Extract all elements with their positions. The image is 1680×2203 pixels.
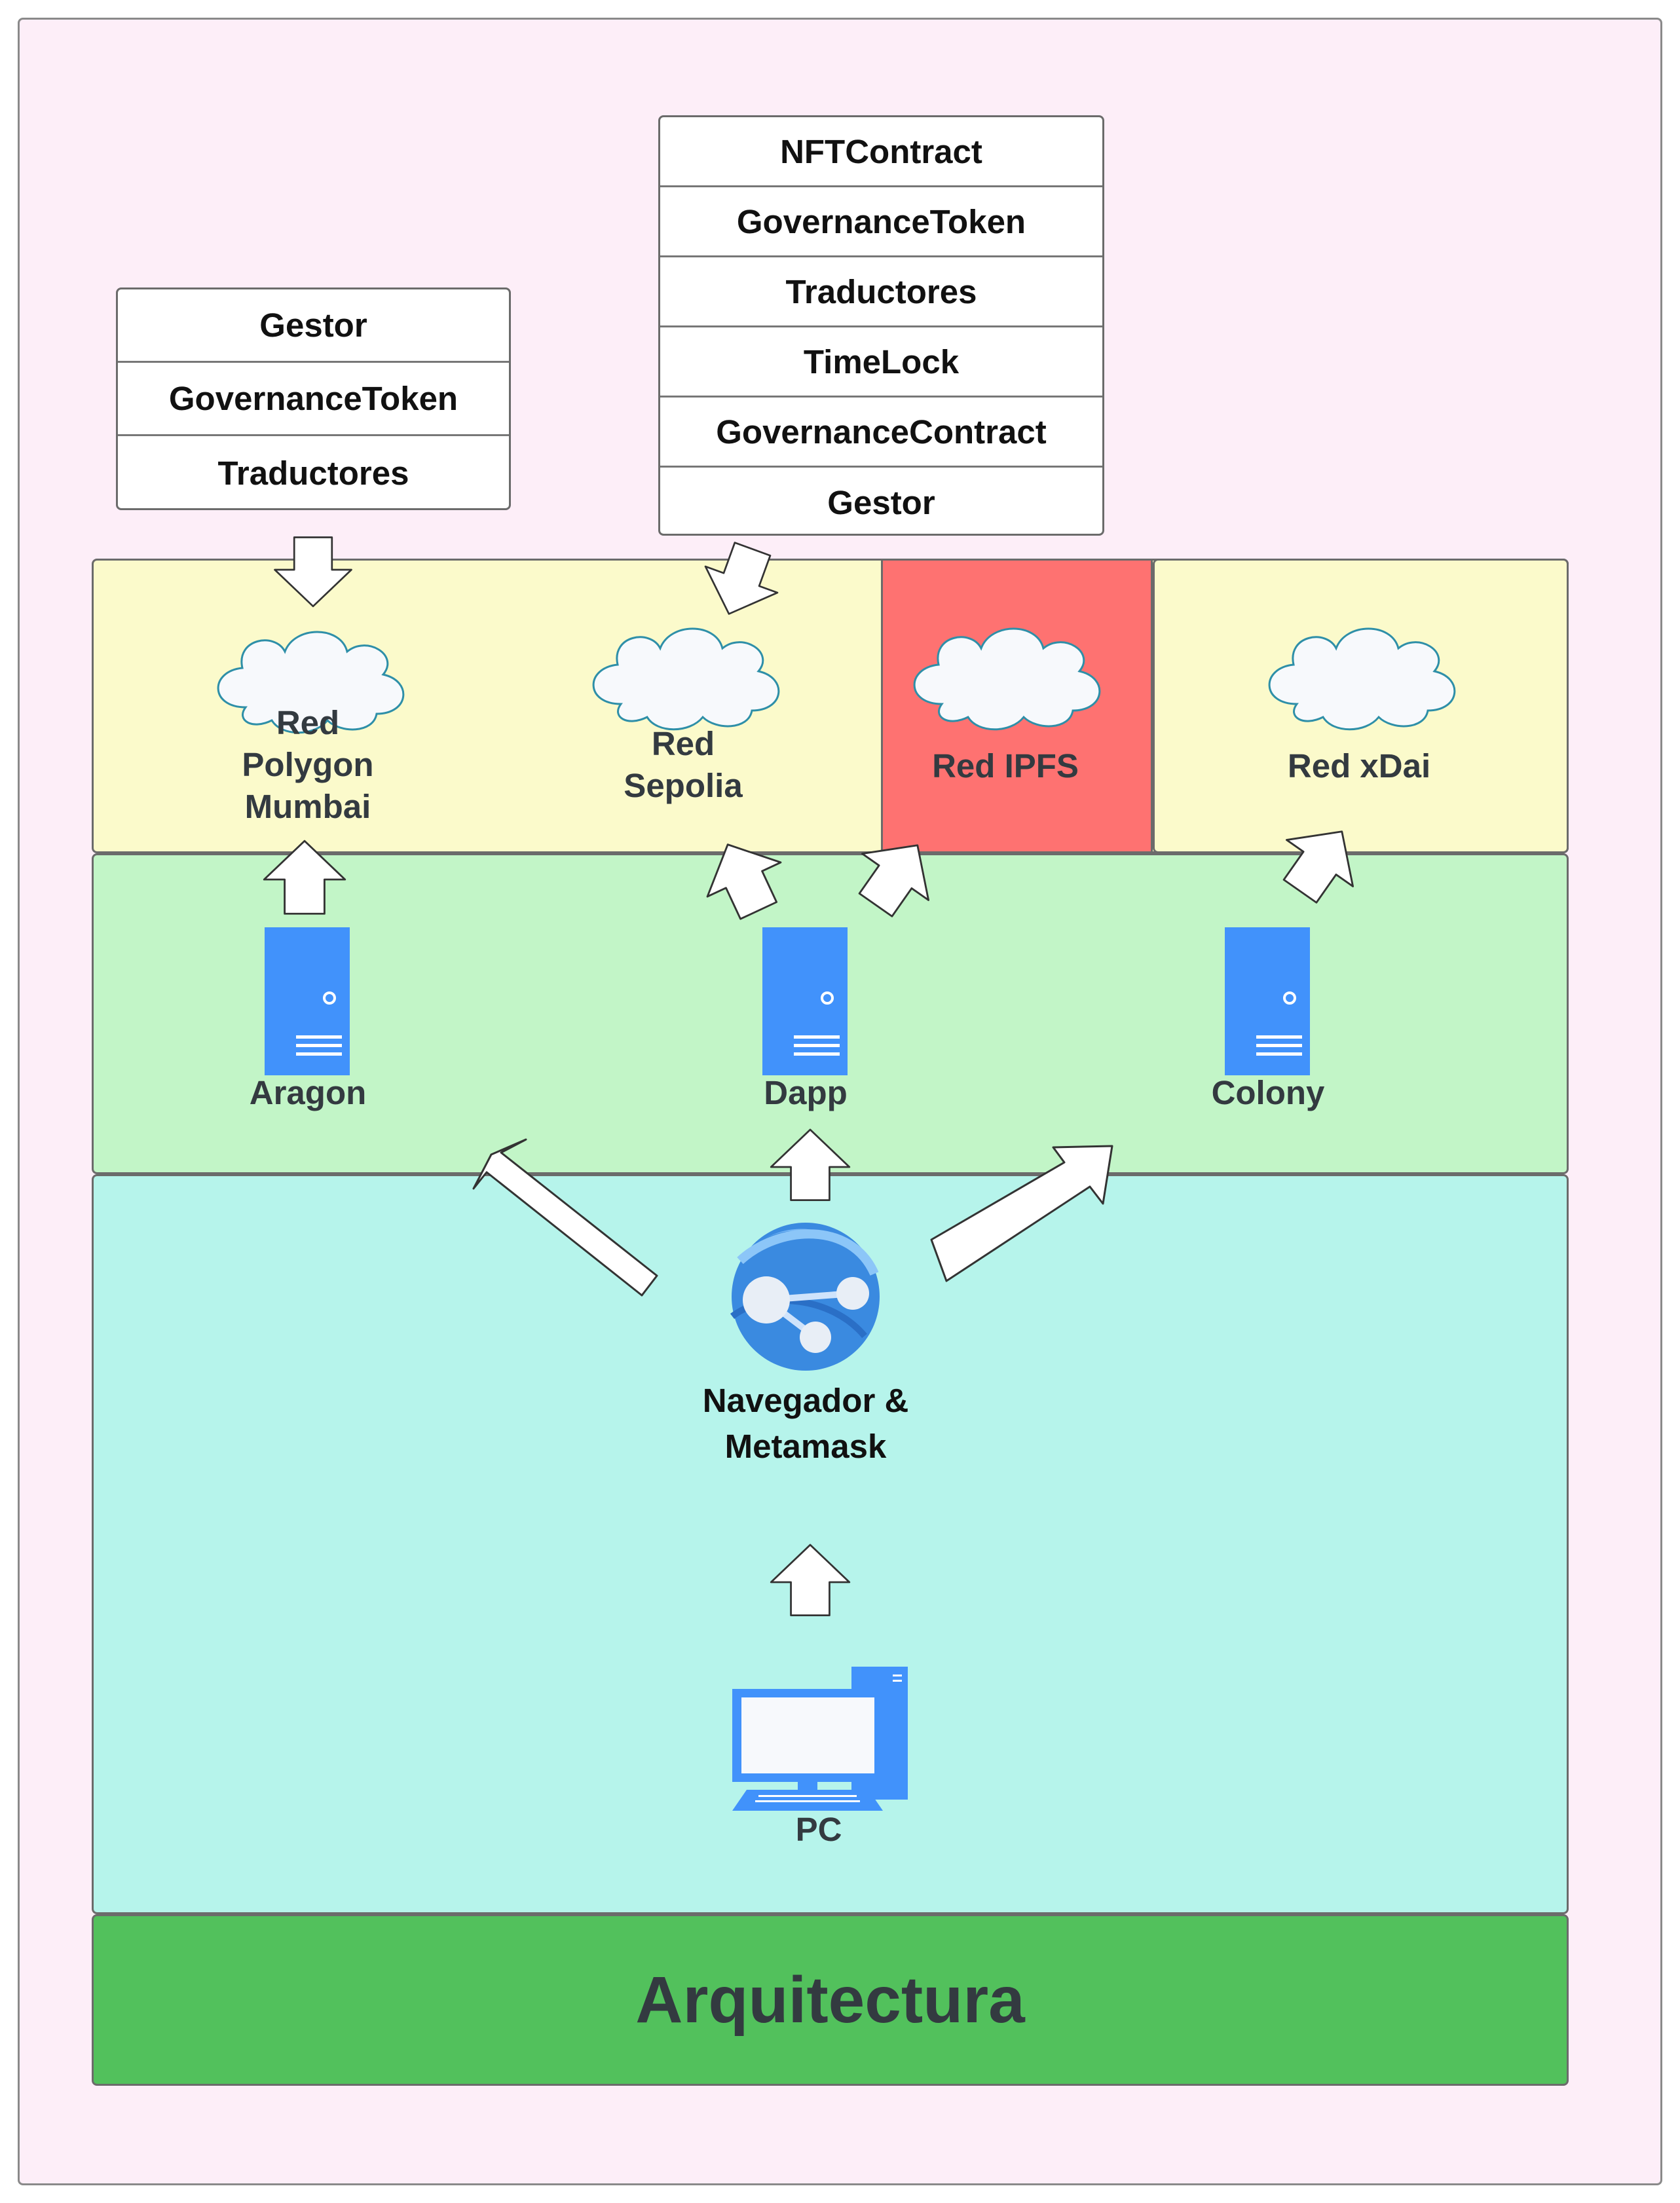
arrow-icon [842,821,952,929]
arrow-icon [692,535,790,628]
arrow-icon [472,1138,658,1297]
network-label-xdai: Red xDai [1287,747,1431,785]
contract-item: Gestor [118,289,509,363]
network-label-ipfs: Red IPFS [932,747,1079,785]
contracts-box-sepolia: NFTContract GovernanceToken Traductores … [658,115,1104,536]
contract-item: GovernanceToken [660,187,1102,257]
contract-item: TimeLock [660,327,1102,398]
server-label-colony: Colony [1211,1074,1325,1111]
contract-item: GovernanceContract [660,398,1102,468]
contracts-box-polygon: Gestor GovernanceToken Traductores [116,287,511,510]
server-icon [761,926,849,1077]
cloud-icon [1268,627,1456,731]
browser-label: Navegador & Metamask [702,1382,909,1465]
cloud-icon [913,627,1101,731]
cloud-icon [592,627,780,731]
contract-item: GovernanceToken [118,363,509,436]
server-label-dapp: Dapp [764,1074,848,1111]
arrow-icon [263,840,346,915]
contract-item: NFTContract [660,117,1102,187]
arrow-icon [770,1544,851,1616]
server-icon [263,926,351,1077]
contract-item: Traductores [660,257,1102,327]
arrow-icon [770,1128,851,1201]
web-app-icon [730,1223,880,1371]
desktop-computer-icon [732,1667,908,1811]
server-icon [1223,926,1311,1077]
arrow-icon [690,826,796,929]
arrow-icon [930,1145,1113,1282]
arrow-icon [274,536,352,608]
server-label-aragon: Aragon [249,1074,367,1111]
pc-label: PC [795,1811,842,1848]
network-label-polygon: Red Polygon Mumbai [242,704,374,825]
diagram-title: Arquitectura [635,1963,1025,2037]
title-bar: Arquitectura [92,1914,1569,2086]
network-label-sepolia: Red Sepolia [624,725,743,804]
contract-item: Traductores [217,454,409,492]
arrow-icon [1266,807,1376,916]
contract-item: Gestor [827,484,935,521]
